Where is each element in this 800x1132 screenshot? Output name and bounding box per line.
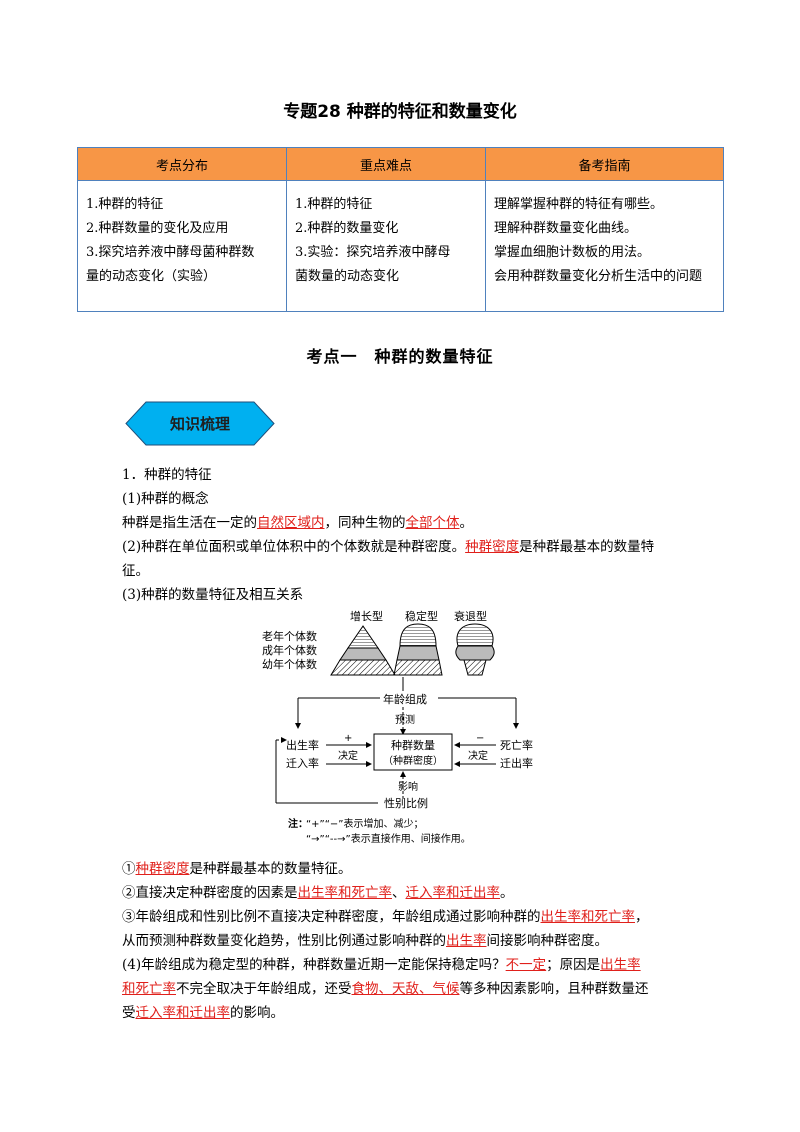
point-3: ③年龄组成和性别比例不直接决定种群密度，年龄组成通过影响种群的出生率和死亡率，从… <box>122 909 649 949</box>
answer-blank: 种群密度 <box>135 861 190 877</box>
badge-label: 知识梳理 <box>169 415 230 433</box>
heading-1: 1．种群的特征 <box>122 467 212 483</box>
cell-line: 2.种群的数量变化 <box>295 221 399 236</box>
table-row: 1.种群的特征 2.种群数量的变化及应用 3.探究培养液中酵母菌种群数 量的动态… <box>77 180 724 312</box>
table-cell: 1.种群的特征 2.种群数量的变化及应用 3.探究培养液中酵母菌种群数 量的动态… <box>77 180 287 312</box>
cell-line: 1.种群的特征 <box>295 197 373 212</box>
age-structure-label: 年龄组成 <box>383 692 427 706</box>
answer-blank: 不一定 <box>505 957 547 973</box>
paragraph-density: (2)种群在单位面积或单位体积中的个体数就是种群密度。种群密度是种群最基本的数量… <box>122 539 655 579</box>
table-header: 重点难点 <box>286 147 486 181</box>
stable-bell-icon <box>393 623 443 676</box>
answer-blank: 迁入率和迁出率 <box>405 885 501 901</box>
table-cell: 理解掌握种群的特征有哪些。 理解种群数量变化曲线。 掌握血细胞计数板的用法。 会… <box>485 180 724 312</box>
answer-blank: 种群密度 <box>465 539 520 555</box>
study-plan-table: 考点分布 重点难点 备考指南 1.种群的特征 2.种群数量的变化及应用 3.探究… <box>77 147 724 312</box>
knowledge-badge-icon <box>125 401 275 446</box>
page-title: 专题28 种群的特征和数量变化 <box>283 102 517 122</box>
decide-label: 决定 <box>338 749 358 762</box>
stable-type-label: 稳定型 <box>405 609 438 623</box>
age-label: 成年个体数 <box>262 643 317 657</box>
answer-blank: 和死亡率 <box>122 981 176 997</box>
decide-label: 决定 <box>468 749 488 762</box>
table-cell: 1.种群的特征 2.种群的数量变化 3.实验：探究培养液中酵母 菌数量的动态变化 <box>286 180 486 312</box>
answer-blank: 出生率 <box>446 933 487 949</box>
age-label: 老年个体数 <box>262 629 317 643</box>
answer-blank: 全部个体 <box>405 515 460 531</box>
age-label: 幼年个体数 <box>262 657 317 671</box>
cell-line: 掌握血细胞计数板的用法。 <box>494 245 651 260</box>
population-size-label: 种群数量 <box>391 738 435 752</box>
cell-line: 理解种群数量变化曲线。 <box>494 221 638 236</box>
death-rate-label: 死亡率 <box>500 738 533 752</box>
section-title: 考点一 种群的数量特征 <box>306 347 494 366</box>
heading-1-3: (3)种群的数量特征及相互关系 <box>122 587 304 603</box>
answer-blank: 出生率和死亡率 <box>540 909 636 925</box>
answer-blank: 食物、天敌、气候 <box>351 981 460 997</box>
immigration-rate-label: 迁入率 <box>286 756 319 770</box>
birth-rate-label: 出生率 <box>286 738 319 752</box>
note-text: “→”“--→”表示直接作用、间接作用。 <box>306 832 471 845</box>
question-4: (4)年龄组成为稳定型的种群，种群数量近期一定能保持稳定吗？不一定；原因是出生率… <box>122 957 649 1021</box>
table-header-row: 考点分布 重点难点 备考指南 <box>77 147 724 181</box>
point-1: ①种群密度是种群最基本的数量特征。 <box>122 861 352 877</box>
decline-type-label: 衰退型 <box>454 609 487 623</box>
influence-label: 影响 <box>398 780 418 793</box>
predict-label: 预测 <box>395 713 415 726</box>
minus-label: − <box>476 733 484 744</box>
cell-line: 3.探究培养液中酵母菌种群数 <box>86 245 255 260</box>
answer-blank: 出生率 <box>600 957 641 973</box>
cell-line: 2.种群数量的变化及应用 <box>86 221 229 236</box>
cell-line: 菌数量的动态变化 <box>295 269 400 284</box>
heading-1-1: (1)种群的概念 <box>122 491 209 507</box>
growth-pyramid-icon <box>330 625 396 676</box>
table-header: 考点分布 <box>77 147 287 181</box>
cell-line: 会用种群数量变化分析生活中的问题 <box>494 269 703 284</box>
cell-line: 量的动态变化（实验） <box>86 269 217 284</box>
cell-line: 理解掌握种群的特征有哪些。 <box>494 197 664 212</box>
plus-label: + <box>344 733 352 744</box>
table-header: 备考指南 <box>485 147 724 181</box>
note-text: “+”“−”表示增加、减少； <box>306 817 423 830</box>
growth-type-label: 增长型 <box>350 609 383 623</box>
cell-line: 3.实验：探究培养液中酵母 <box>295 245 451 260</box>
cell-line: 1.种群的特征 <box>86 197 164 212</box>
emigration-rate-label: 迁出率 <box>500 756 533 770</box>
point-2: ②直接决定种群密度的因素是出生率和死亡率、迁入率和迁出率。 <box>122 885 514 901</box>
paragraph-concept: 种群是指生活在一定的自然区域内，同种生物的全部个体。 <box>122 515 473 531</box>
sex-ratio-label: 性别比例 <box>384 796 428 810</box>
decline-urn-icon <box>455 623 495 676</box>
population-features-diagram: 增长型 稳定型 衰退型 老年个体数 成年个体数 幼年个体数 年龄组成 预测 出生… <box>262 609 533 845</box>
answer-blank: 出生率和死亡率 <box>297 885 393 901</box>
answer-blank: 迁入率和迁出率 <box>135 1005 231 1021</box>
population-density-label: （种群密度） <box>383 754 443 767</box>
answer-blank: 自然区域内 <box>257 515 325 531</box>
note-label: 注： <box>288 817 308 830</box>
